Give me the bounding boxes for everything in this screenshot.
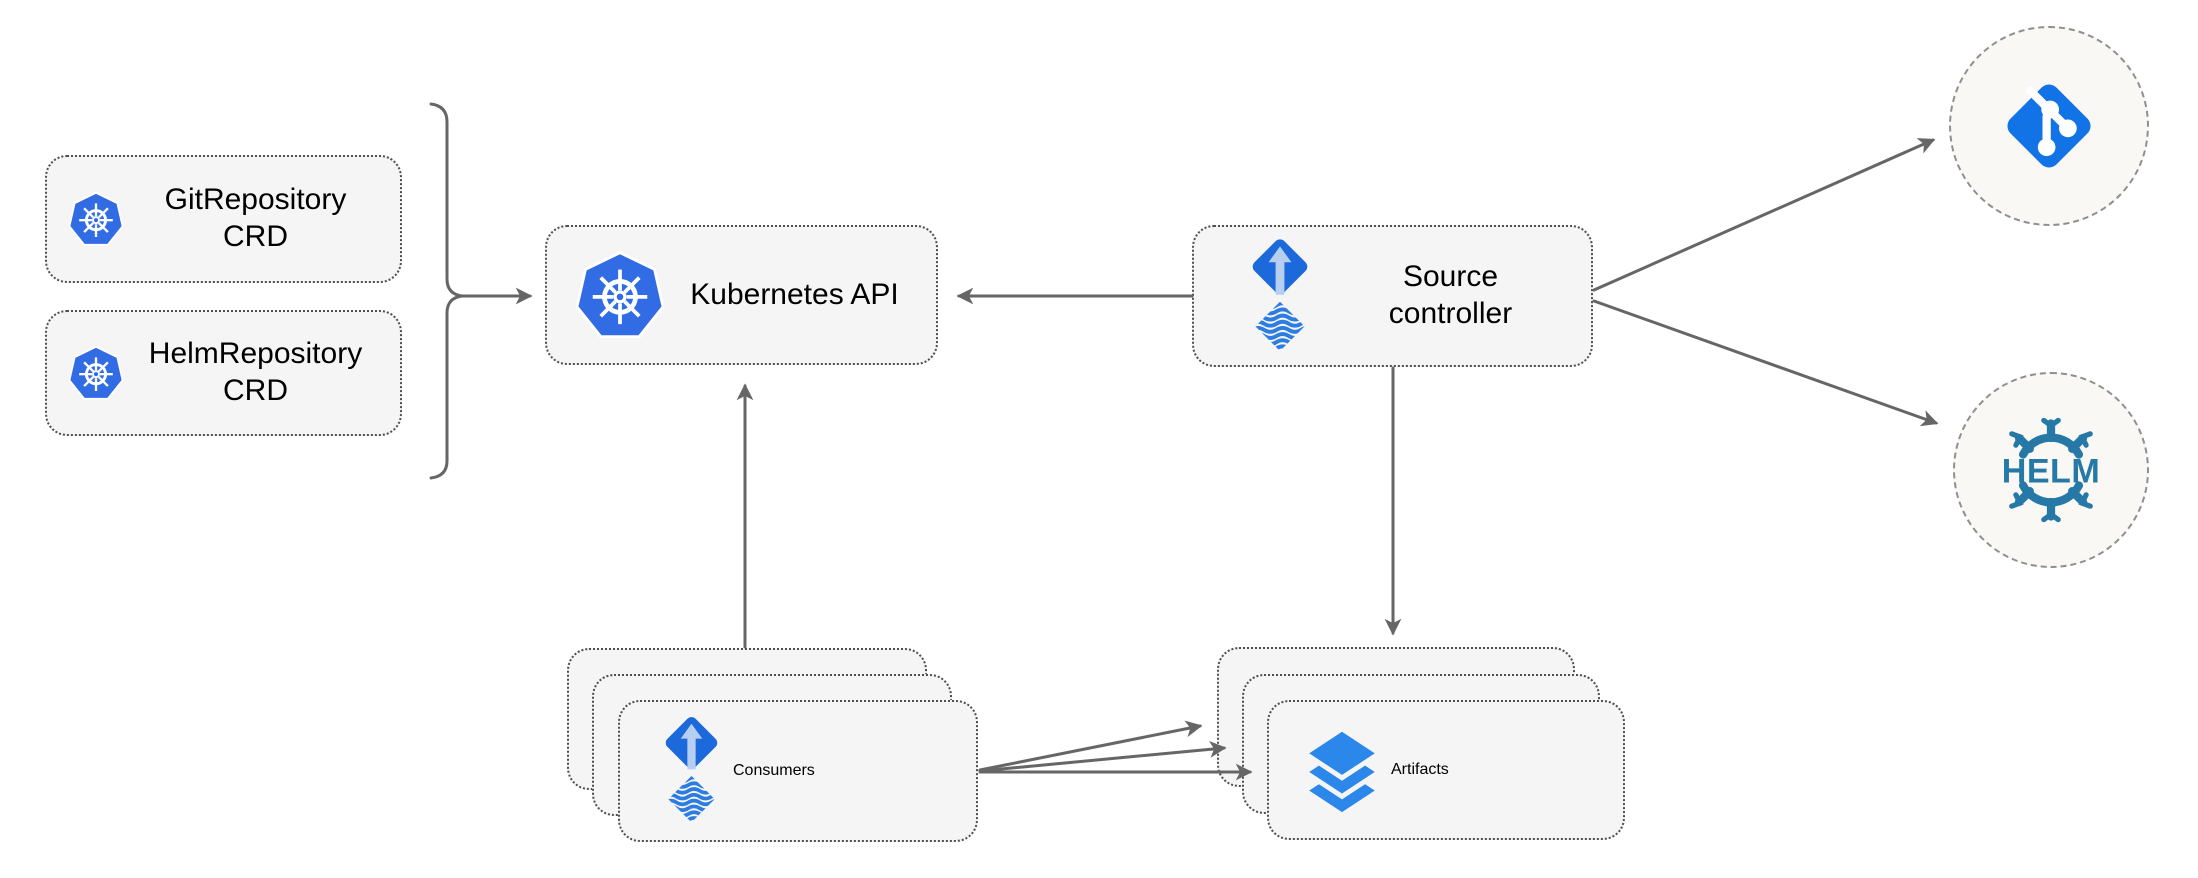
- node-consumers-stack: Consumers: [567, 648, 979, 843]
- endpoint-git: [1949, 26, 2149, 226]
- git-icon: [1990, 67, 2108, 185]
- node-artifacts: Artifacts: [1267, 700, 1625, 840]
- endpoint-helm: HELM: [1953, 372, 2149, 568]
- node-source-controller: Source controller: [1192, 225, 1593, 367]
- node-helm-repository-crd: HelmRepository CRD: [45, 310, 402, 436]
- helm-label: HELM: [2002, 452, 2101, 490]
- kubernetes-icon: [67, 191, 125, 247]
- artifacts-label: Artifacts: [1391, 761, 1449, 778]
- kubernetes-icon: [67, 345, 125, 401]
- flux-source-controller-icon: [1236, 235, 1324, 358]
- edge-consumers-to-artifacts-2: [978, 740, 1227, 773]
- source-controller-label: Source controller: [1388, 260, 1513, 330]
- node-consumers: Consumers: [618, 700, 978, 842]
- helm-icon: HELM: [2002, 408, 2101, 532]
- node-artifacts-stack: Artifacts: [1217, 647, 1627, 841]
- flux-source-controller-icon: [650, 713, 733, 829]
- edge-consumers-to-artifacts-1: [978, 720, 1203, 772]
- kubernetes-api-label: Kubernetes API: [690, 277, 899, 311]
- layers-icon: [1293, 721, 1391, 819]
- edge-brace-crds: [429, 102, 463, 480]
- edge-source-controller-to-git: [1592, 138, 1936, 292]
- kubernetes-icon: [573, 248, 667, 342]
- helm-repository-crd-label: HelmRepository CRD: [148, 337, 363, 407]
- node-kubernetes-api: Kubernetes API: [545, 225, 938, 365]
- consumers-label: Consumers: [733, 762, 815, 779]
- git-repository-crd-label: GitRepository CRD: [164, 183, 347, 253]
- node-git-repository-crd: GitRepository CRD: [45, 155, 402, 283]
- edge-source-controller-to-helm: [1592, 299, 1939, 427]
